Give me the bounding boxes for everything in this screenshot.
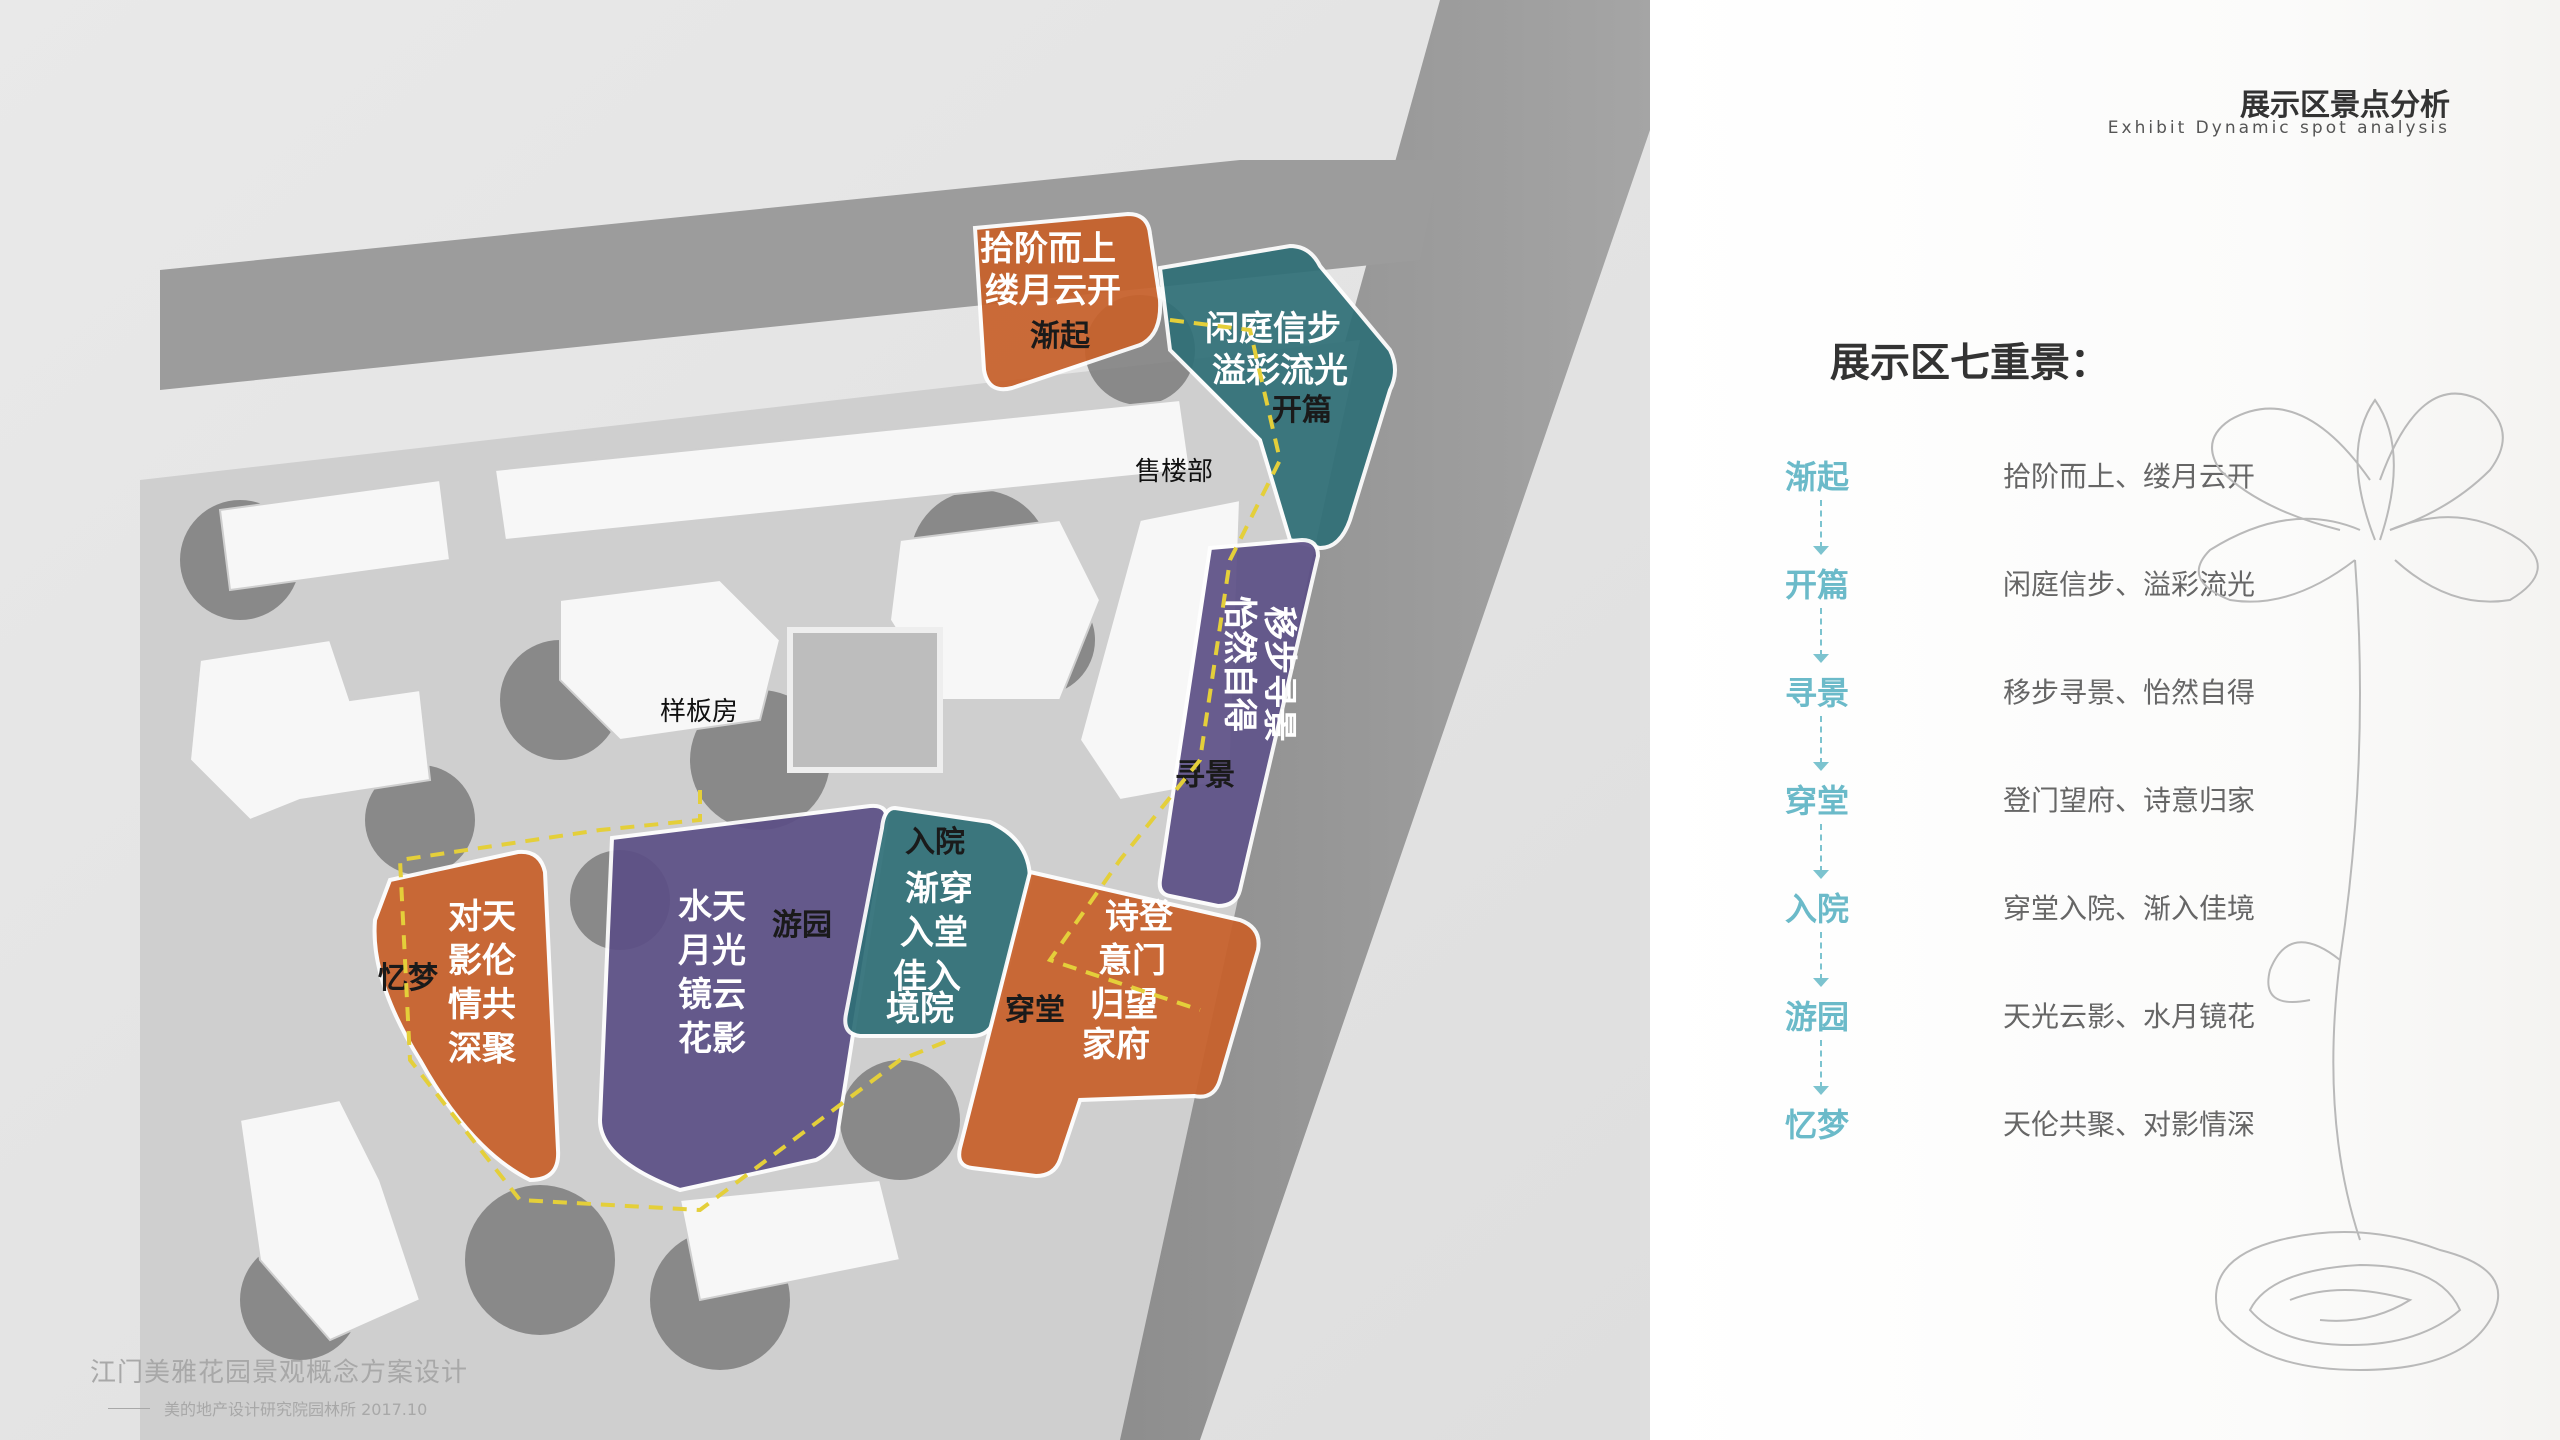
list-item-value: 穿堂入院、渐入佳境 (2003, 892, 2256, 925)
project-subtitle-text: 美的地产设计研究院园林所 2017.10 (164, 1400, 428, 1419)
list-item-key: 渐起 (1785, 458, 1850, 496)
zone-youyuan (597, 803, 889, 1193)
zone-jianqi-name: 渐起 (1030, 319, 1091, 354)
project-subtitle: 美的地产设计研究院园林所 2017.10 (108, 1396, 427, 1420)
arrow-down-icon (1813, 654, 1829, 663)
list-title: 展示区七重景： (1830, 340, 2110, 386)
zone-ruyuan (843, 805, 1033, 1038)
list-item-value: 天光云影、水月镜花 (2003, 1000, 2256, 1033)
connector-line (1820, 824, 1822, 872)
list-item-key: 入院 (1785, 890, 1850, 928)
zone-xunjing-line1: 移步寻景 (1259, 606, 1299, 742)
project-title: 江门美雅花园景观概念方案设计 (90, 1358, 469, 1388)
list-item-key: 穿堂 (1785, 782, 1850, 820)
list-item: 开篇 闲庭信步、溢彩流光 (1785, 558, 2255, 608)
site-plan-map: 拾阶而上 缕月云开 渐起 闲庭信步 溢彩流光 开篇 售楼部 移步寻景 怡然自得 … (0, 0, 1650, 1440)
list-item-value: 拾阶而上、缕月云开 (2003, 460, 2256, 493)
footer-rule (108, 1407, 150, 1409)
list-item-value: 闲庭信步、溢彩流光 (2003, 568, 2256, 601)
list-item: 忆梦 天伦共聚、对影情深 (1785, 1098, 2255, 1148)
zone-kaipian-line1: 闲庭信步 (1205, 309, 1341, 349)
zone-ruyuan-line1: 渐穿 (905, 869, 973, 909)
zone-chuantang-line4: 家府 (1082, 1025, 1150, 1065)
list-item: 寻景 移步寻景、怡然自得 (1785, 666, 2255, 716)
connector-line (1820, 716, 1822, 764)
list-item-value: 移步寻景、怡然自得 (2003, 676, 2256, 709)
zone-chuantang-line3: 归望 (1090, 985, 1158, 1025)
zone-kaipian-name: 开篇 (1272, 393, 1332, 428)
zone-ruyuan-line4: 境院 (886, 989, 954, 1029)
zone-yimeng (372, 849, 561, 1183)
list-item: 穿堂 登门望府、诗意归家 (1785, 774, 2255, 824)
zone-youyuan-name: 游园 (772, 908, 832, 943)
zone-xunjing-name: 寻景 (1175, 758, 1235, 793)
label-model-house: 样板房 (660, 697, 738, 727)
arrow-down-icon (1813, 546, 1829, 555)
zone-ruyuan-line3: 佳入 (893, 957, 961, 997)
list-item: 渐起 拾阶而上、缕月云开 (1785, 450, 2255, 500)
zone-youyuan-line3: 镜云 (678, 975, 746, 1015)
arrow-down-icon (1813, 1086, 1829, 1095)
zone-chuantang-line1: 诗登 (1105, 897, 1174, 937)
zone-jianqi-line2: 缕月云开 (985, 271, 1121, 311)
zone-ruyuan-line2: 入堂 (900, 913, 968, 953)
connector-line (1820, 1040, 1822, 1088)
building-footprints (188, 398, 1242, 1342)
zone-jianqi (972, 211, 1163, 392)
zone-kaipian-line2: 溢彩流光 (1212, 351, 1348, 391)
list-item: 游园 天光云影、水月镜花 (1785, 990, 2255, 1040)
zone-yimeng-line2: 影伦 (448, 941, 517, 981)
label-sales-office: 售楼部 (1135, 457, 1213, 487)
lotus-sketch-decoration (2197, 392, 2539, 1372)
list-item-key: 游园 (1785, 998, 1850, 1036)
list-item-key: 寻景 (1785, 674, 1850, 712)
list-item-key: 开篇 (1785, 566, 1850, 604)
zone-jianqi-line1: 拾阶而上 (980, 229, 1116, 269)
analysis-panel: 展示区景点分析 Exhibit Dynamic spot analysis 展示… (1650, 0, 2560, 1440)
connector-line (1820, 608, 1822, 656)
list-item-key: 忆梦 (1785, 1106, 1850, 1144)
header-title-cn: 展示区景点分析 (2240, 88, 2450, 123)
zone-chuantang (957, 869, 1261, 1179)
arrow-down-icon (1813, 762, 1829, 771)
connector-line (1820, 500, 1822, 548)
zone-xunjing (1157, 537, 1321, 909)
zone-yimeng-line4: 深聚 (448, 1029, 517, 1069)
zone-yimeng-line1: 对天 (448, 897, 516, 937)
connector-line (1820, 932, 1822, 980)
list-item: 入院 穿堂入院、渐入佳境 (1785, 882, 2255, 932)
arrow-down-icon (1813, 870, 1829, 879)
central-plaza (787, 627, 943, 773)
list-item-value: 天伦共聚、对影情深 (2003, 1108, 2256, 1141)
zone-youyuan-line2: 月光 (678, 931, 746, 971)
zone-xunjing-line2: 怡然自得 (1219, 596, 1259, 732)
zone-chuantang-line2: 意门 (1098, 941, 1166, 981)
zone-ruyuan-name: 入院 (905, 825, 965, 860)
zone-chuantang-name: 穿堂 (1005, 993, 1065, 1028)
zone-youyuan-line1: 水天 (678, 887, 746, 927)
arrow-down-icon (1813, 978, 1829, 987)
list-item-value: 登门望府、诗意归家 (2003, 784, 2256, 817)
zone-youyuan-line4: 花影 (678, 1019, 746, 1059)
zone-kaipian (1157, 243, 1397, 551)
zone-yimeng-line3: 情共 (448, 985, 516, 1025)
header-title-en: Exhibit Dynamic spot analysis (2107, 118, 2450, 138)
circulation-path (397, 318, 1283, 1213)
